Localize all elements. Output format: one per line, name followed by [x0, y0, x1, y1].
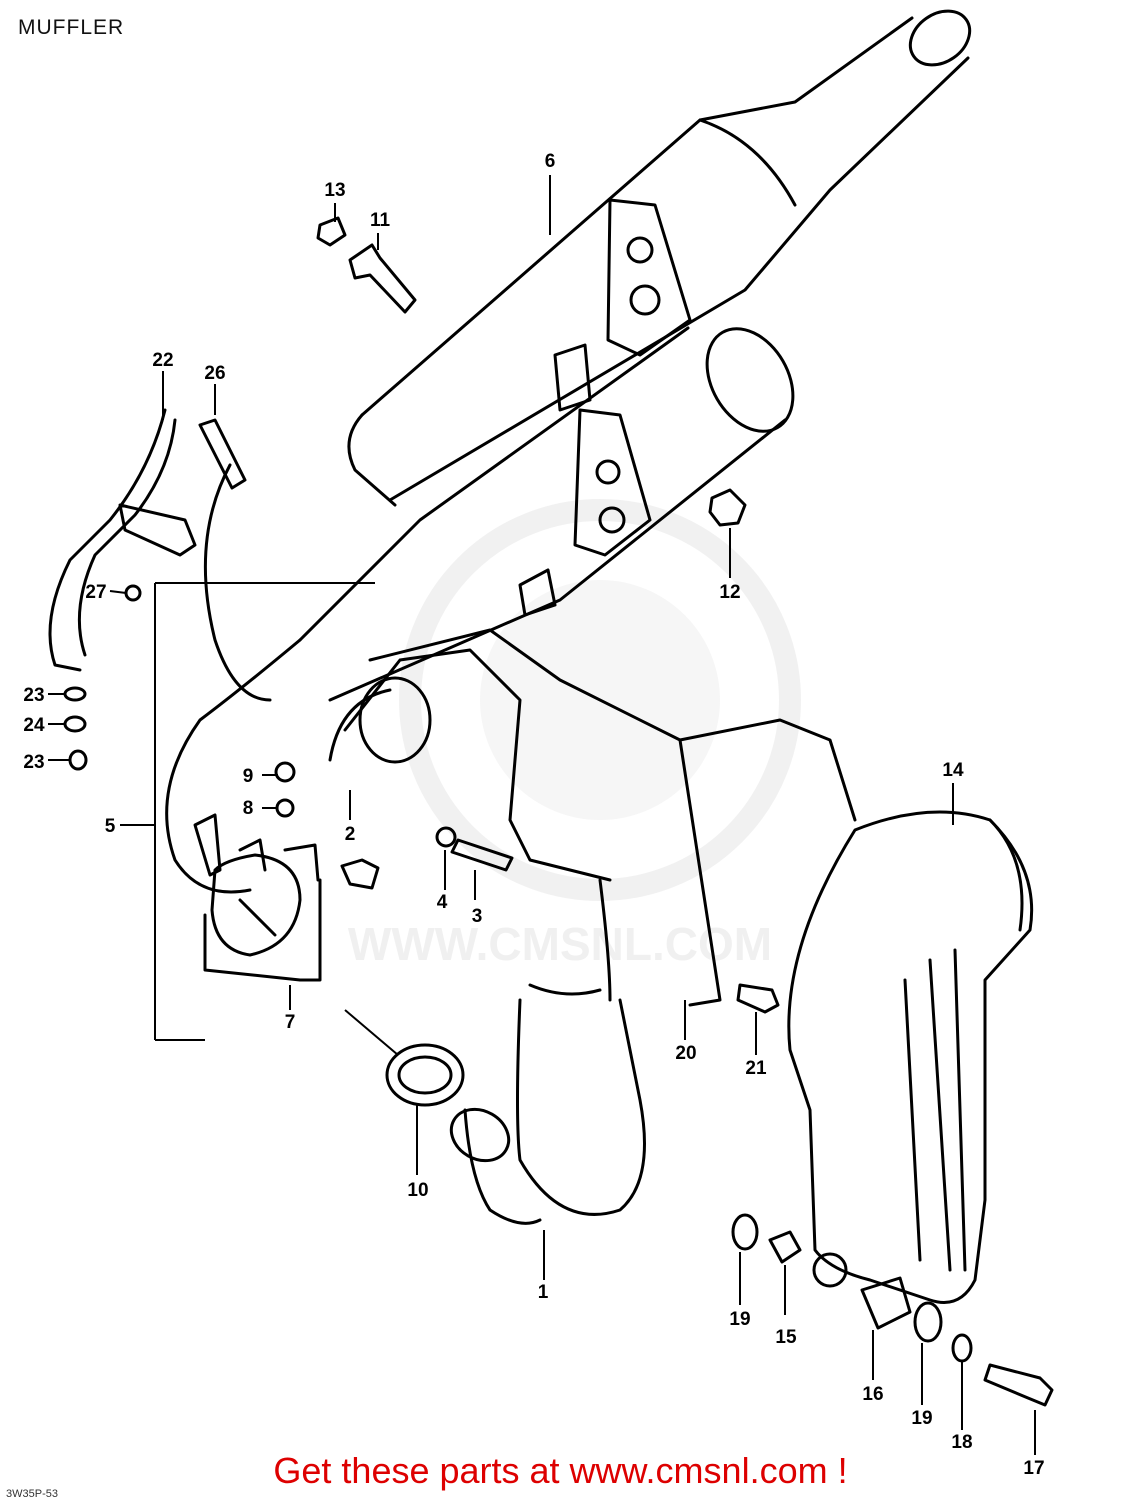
part-number-15: 15: [775, 1327, 797, 1348]
part-number-2: 2: [345, 824, 356, 845]
part-21-bolt: [736, 983, 780, 1014]
clamp-assembly: [193, 813, 322, 982]
footer-parts-link[interactable]: Get these parts at www.cmsnl.com !: [273, 1450, 848, 1491]
part-23-washer-top: [63, 686, 87, 702]
part-9-washer: [274, 761, 296, 783]
part-8-bolt: [275, 798, 295, 818]
page-title: MUFFLER: [18, 16, 125, 39]
gasket-ring: [385, 1043, 465, 1107]
part-number-4: 4: [437, 892, 448, 913]
watermark-text: WWW.CMSNL.COM: [348, 918, 772, 970]
part-number-18: 18: [951, 1432, 972, 1453]
upper-muffler: [347, 9, 972, 507]
part-26-strap: [198, 418, 247, 490]
part-number-6: 6: [545, 151, 556, 172]
part-number-1: 1: [538, 1282, 549, 1303]
part-12-nut: [708, 488, 747, 527]
heat-shield: [787, 810, 1034, 1304]
part-4-washer: [435, 826, 457, 848]
part-number-19-left: 19: [729, 1309, 750, 1330]
leader-lines: [48, 175, 1036, 1455]
watermark: WWW.CMSNL.COM: [348, 499, 801, 970]
part-number-17: 17: [1023, 1458, 1044, 1479]
exhaust-collector: [165, 463, 857, 1225]
part-19-washer-left: [731, 1213, 759, 1251]
part-number-23-bottom: 23: [23, 752, 44, 773]
bracket-22: [48, 408, 197, 672]
part-number-16: 16: [862, 1384, 883, 1405]
part-27-nut: [124, 584, 142, 602]
part-number-3: 3: [472, 906, 483, 927]
part-number-7: 7: [285, 1012, 296, 1033]
part-number-27: 27: [85, 582, 106, 603]
part-15-collar: [768, 1230, 802, 1264]
part-number-14: 14: [942, 760, 964, 781]
part-number-5: 5: [105, 816, 116, 837]
part-19-washer-right: [913, 1301, 943, 1343]
part-number-20: 20: [675, 1043, 696, 1064]
part-3-bolt: [450, 838, 514, 872]
lower-muffler: [298, 326, 795, 702]
part-18-washer: [951, 1333, 973, 1363]
part-11-bolt: [348, 243, 417, 314]
part-number-labels: 1 2 3 4 5 6 7 8 9 10 11 12 13 14 15 16 1…: [23, 151, 1044, 1479]
part-number-12: 12: [719, 582, 740, 603]
part-number-19-right: 19: [911, 1408, 932, 1429]
part-number-24: 24: [23, 715, 45, 736]
part-number-9: 9: [243, 766, 254, 787]
corner-diagram-code: 3W35P-53: [6, 1488, 58, 1500]
part-17-bolt: [983, 1363, 1054, 1407]
part-number-26: 26: [204, 363, 225, 384]
part-number-11: 11: [370, 210, 391, 231]
part-2-stud: [340, 858, 380, 890]
part-number-23-top: 23: [23, 685, 44, 706]
part-number-10: 10: [407, 1180, 428, 1201]
part-number-21: 21: [745, 1058, 767, 1079]
part-number-13: 13: [324, 180, 345, 201]
part-number-8: 8: [243, 798, 254, 819]
part-23-bolt-bottom: [68, 749, 88, 771]
part-13-nut: [316, 216, 347, 247]
part-24-nut: [63, 715, 87, 733]
line-art: [48, 9, 1054, 1407]
part-16-bush: [860, 1276, 912, 1330]
part-number-22: 22: [152, 350, 173, 371]
